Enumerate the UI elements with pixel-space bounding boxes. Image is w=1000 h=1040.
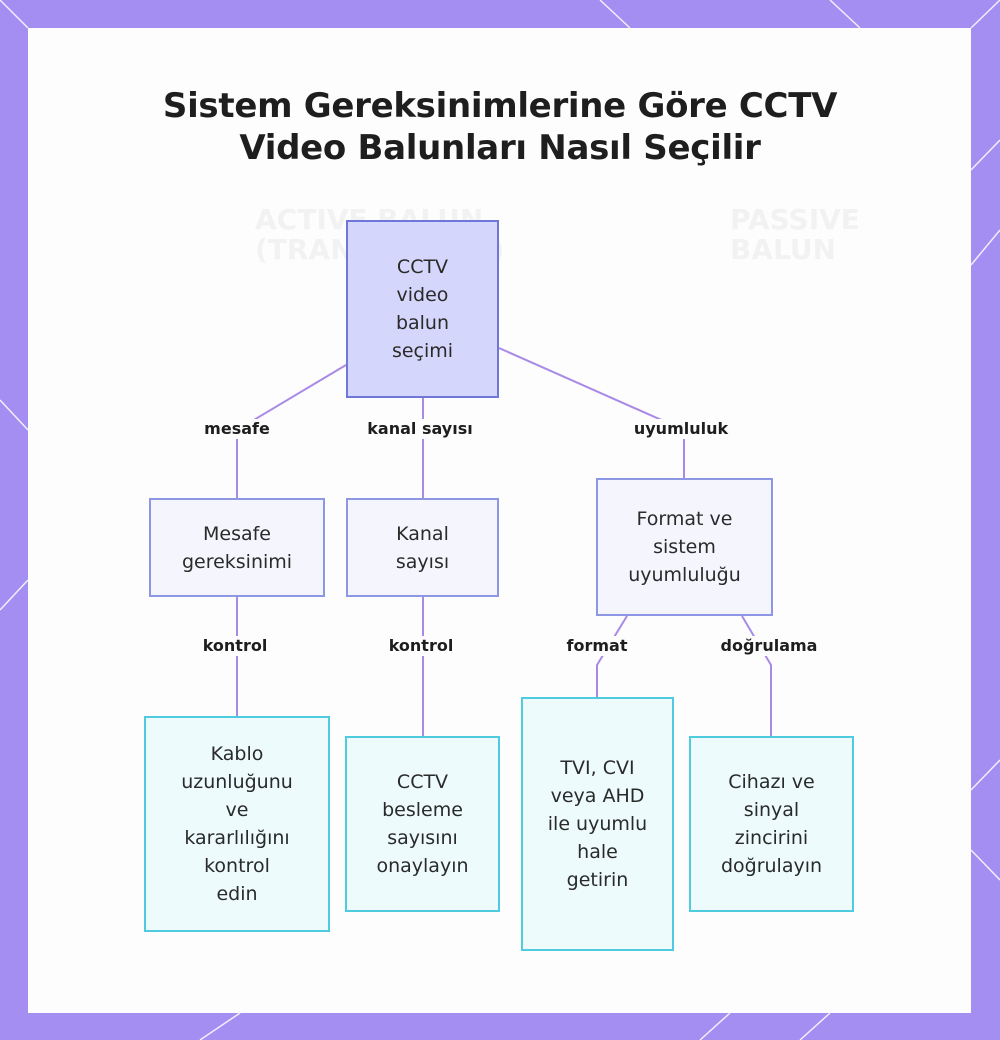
title-line-2: Video Balunları Nasıl Seçilir <box>239 128 761 168</box>
node-root-balun-selection: CCTV video balun seçimi <box>346 220 499 398</box>
node-format-label: TVI, CVI veya AHD ile uyumlu hale getiri… <box>547 757 648 891</box>
node-distance-label: Mesafe gereksinimi <box>181 522 293 573</box>
node-format-compatibility: Format ve sistem uyumluluğu <box>596 478 773 616</box>
node-verify-chain: Cihazı ve sinyal zincirini doğrulayın <box>689 736 854 912</box>
node-root-label: CCTV video balun seçimi <box>391 256 454 362</box>
node-channel-count: Kanal sayısı <box>346 498 499 597</box>
edge-label-kontrol-distance: kontrol <box>200 636 270 656</box>
node-check-cable: Kablo uzunluğunu ve kararlılığını kontro… <box>144 716 330 932</box>
edge-compat-verify <box>741 615 772 736</box>
title-line-1: Sistem Gereksinimlerine Göre CCTV <box>162 86 838 126</box>
edge-label-kontrol-channels: kontrol <box>386 636 456 656</box>
node-compat-label: Format ve sistem uyumluluğu <box>628 508 741 586</box>
node-feeds-label: CCTV besleme sayısını onaylayın <box>376 771 469 877</box>
node-cable-label: Kablo uzunluğunu ve kararlılığını kontro… <box>181 743 293 905</box>
edge-label-mesafe: mesafe <box>202 419 272 439</box>
node-match-format: TVI, CVI veya AHD ile uyumlu hale getiri… <box>521 697 674 951</box>
edge-label-format: format <box>564 636 630 656</box>
edge-compat-format <box>596 615 628 697</box>
edge-label-kanal-sayisi: kanal sayısı <box>365 419 475 439</box>
node-verify-label: Cihazı ve sinyal zincirini doğrulayın <box>720 771 823 877</box>
node-channels-label: Kanal sayısı <box>395 522 450 573</box>
edge-root-compat <box>498 347 685 478</box>
diagram-title: Sistem Gereksinimlerine Göre CCTV Video … <box>0 85 1000 169</box>
node-distance-requirement: Mesafe gereksinimi <box>149 498 325 597</box>
edge-label-dogrulama: doğrulama <box>718 636 820 656</box>
node-confirm-feeds: CCTV besleme sayısını onaylayın <box>345 736 500 912</box>
edge-label-uyumluluk: uyumluluk <box>631 419 731 439</box>
